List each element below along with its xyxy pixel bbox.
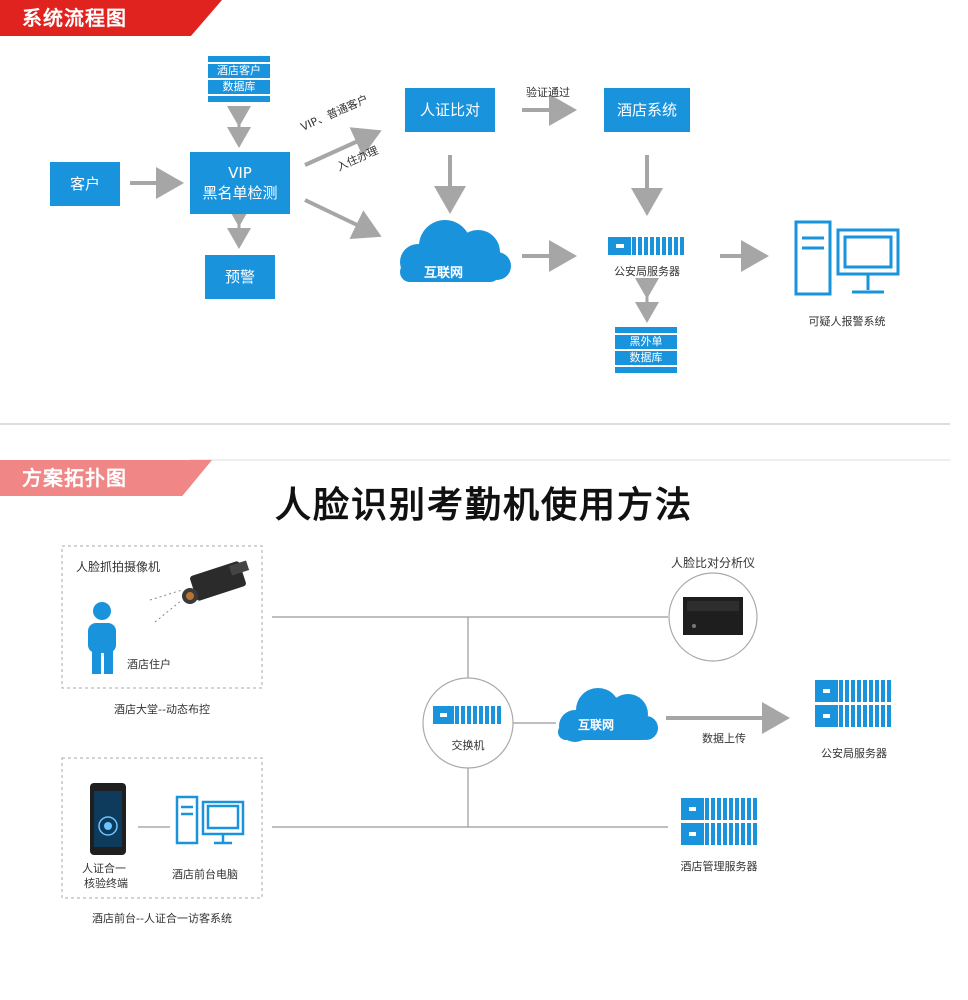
arrow-vip-idcompare: [304, 127, 382, 167]
hotel-system-label: 酒店系统: [616, 101, 677, 119]
server-rack: [433, 706, 503, 724]
server-rack: [815, 705, 891, 727]
frontdesk-dashed-box: [61, 757, 263, 899]
camera-icon: [182, 560, 250, 604]
server-rack: [815, 680, 891, 702]
alarm-system-label: 可疑人报警系统: [808, 315, 886, 328]
internet-cloud-bottom: [558, 688, 658, 742]
police-server-bottom-label: 公安局服务器: [821, 747, 887, 760]
police-server-bottom-icon: [815, 680, 891, 727]
vip-check-line2: 黑名单检测: [202, 184, 278, 202]
id-compare-label: 人证比对: [419, 101, 480, 119]
person-icon: [88, 602, 116, 674]
customer-box: 客户: [50, 162, 120, 206]
blacklist-db-line2: 数据库: [615, 351, 677, 365]
db-stripe: [208, 56, 270, 62]
analyzer-label: 人脸比对分析仪: [670, 556, 756, 570]
lobby-label: 酒店大堂--动态布控: [114, 703, 210, 716]
camera-beam-2: [154, 599, 183, 623]
mgmt-server-icon: [681, 798, 757, 845]
terminal-label-line2: 核验终端: [84, 877, 128, 890]
internet-label-top: 互联网: [424, 266, 464, 281]
guest-label: 酒店住户: [127, 658, 171, 671]
hotel-db-stack: 酒店客户 数据库: [208, 56, 270, 104]
db-stripe: [208, 96, 270, 102]
page-headline: 人脸识别考勤机使用方法: [274, 485, 693, 526]
db-stripe: [615, 367, 677, 373]
arrow-vip-internet: [304, 198, 382, 240]
upload-label: 数据上传: [702, 732, 746, 745]
camera-beam-1: [149, 589, 183, 601]
hotel-db-line2: 数据库: [208, 80, 270, 94]
warning-box: 预警: [205, 255, 275, 299]
desk-pc-label: 酒店前台电脑: [172, 868, 238, 881]
police-server-top-icon: [608, 237, 686, 255]
camera-label: 人脸抓拍摄像机: [76, 560, 161, 574]
warning-label: 预警: [224, 268, 255, 286]
customer-label: 客户: [69, 175, 100, 193]
server-rack: [681, 798, 757, 820]
server-rack: [608, 237, 686, 255]
mgmt-server-label: 酒店管理服务器: [680, 860, 758, 873]
blacklist-db-stack: 黑外单 数据库: [615, 327, 677, 375]
lobby-dashed-box: [61, 545, 263, 689]
id-compare-box: 人证比对: [405, 88, 495, 132]
hotel-system-box: 酒店系统: [604, 88, 690, 132]
section-banner-topology: 方案拓扑图: [0, 460, 212, 496]
alarm-computer-icon: [794, 220, 900, 296]
vip-check-box: VIP 黑名单检测: [190, 152, 290, 214]
id-terminal-icon: [90, 783, 126, 855]
internet-label-bottom: 互联网: [578, 718, 615, 732]
switch-label: 交换机: [451, 739, 485, 752]
police-server-top-label: 公安局服务器: [614, 265, 680, 278]
section-banner-flow: 系统流程图: [0, 0, 222, 36]
analyzer-device-icon: [683, 597, 743, 635]
blacklist-db-line1: 黑外单: [615, 335, 677, 349]
front-desk-label: 酒店前台--人证合一访客系统: [92, 912, 232, 925]
server-rack: [681, 823, 757, 845]
internet-cloud-top: [400, 220, 511, 282]
hotel-db-line1: 酒店客户: [208, 64, 270, 78]
terminal-label-line1: 人证合一: [82, 862, 126, 875]
db-stripe: [615, 327, 677, 333]
switch-icon: [433, 706, 503, 724]
desk-pc-icon: [175, 795, 245, 845]
vip-check-line1: VIP: [228, 164, 252, 182]
verify-pass-label: 验证通过: [526, 86, 570, 99]
